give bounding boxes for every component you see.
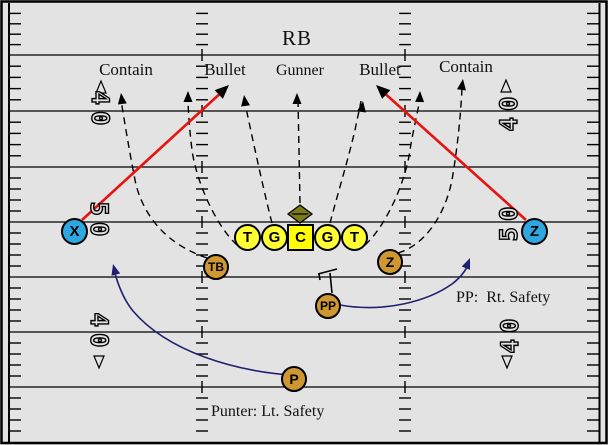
- player-right-guard: G: [314, 224, 341, 251]
- lane-label-bullet-right: Bullet: [359, 60, 401, 79]
- red-release-arrows: [81, 85, 527, 221]
- field-number-right-top: 40: [494, 90, 523, 132]
- safety-paths: [113, 262, 470, 376]
- route-wing: [397, 87, 463, 254]
- player-right-tackle: T: [341, 224, 368, 251]
- triangle-up-left: [95, 79, 107, 94]
- route-center: [297, 98, 301, 204]
- player-punter: P: [281, 366, 307, 392]
- coverage-routes: [120, 87, 463, 259]
- field-number-right-bottom: 40: [495, 312, 524, 354]
- player-left-guard: G: [261, 224, 288, 251]
- title-rb: RB: [281, 26, 312, 50]
- player-wing: Z: [377, 249, 403, 275]
- lane-label-contain-left: Contain: [99, 60, 153, 79]
- coverage-route-arrowheads: [117, 79, 466, 113]
- route-tb: [120, 99, 208, 259]
- player-personal-protector: PP: [315, 293, 341, 319]
- player-split-left: X: [61, 218, 88, 245]
- lane-label-gunner: Gunner: [276, 62, 324, 79]
- ball-marker: [286, 204, 314, 224]
- player-tailback: TB: [203, 254, 229, 280]
- triangle-up-right: [500, 78, 512, 93]
- pp-note: PP: Rt. Safety: [456, 289, 551, 306]
- pp-safety-path: [339, 262, 470, 309]
- route-left-tackle: [187, 95, 238, 246]
- field-number-left-top: 40: [85, 90, 114, 132]
- player-left-tackle: T: [234, 224, 261, 251]
- yard-lines: [9, 54, 600, 388]
- punter-note: Punter: Lt. Safety: [211, 403, 325, 420]
- player-center: C: [287, 224, 314, 251]
- punter-safety-path: [113, 269, 292, 376]
- tee-marker: [317, 268, 338, 294]
- player-split-right: Z: [521, 218, 548, 245]
- lane-label-contain-right: Contain: [439, 57, 493, 76]
- route-left-guard: [243, 98, 273, 224]
- red-arrow-left: [81, 89, 225, 221]
- field-number-left-bottom: 40: [84, 312, 113, 354]
- triangle-down-left: [93, 355, 105, 370]
- lane-label-bullet-left: Bullet: [204, 60, 246, 79]
- route-right-guard: [329, 100, 362, 224]
- field-number-right-middle: 50: [494, 200, 523, 242]
- field-number-left-middle: 50: [84, 201, 113, 243]
- route-right-tackle: [364, 95, 421, 246]
- safety-path-arrowheads: [111, 258, 471, 276]
- number-direction-arrows: [93, 78, 513, 370]
- triangle-down-right: [501, 355, 513, 370]
- red-arrow-right: [380, 89, 527, 221]
